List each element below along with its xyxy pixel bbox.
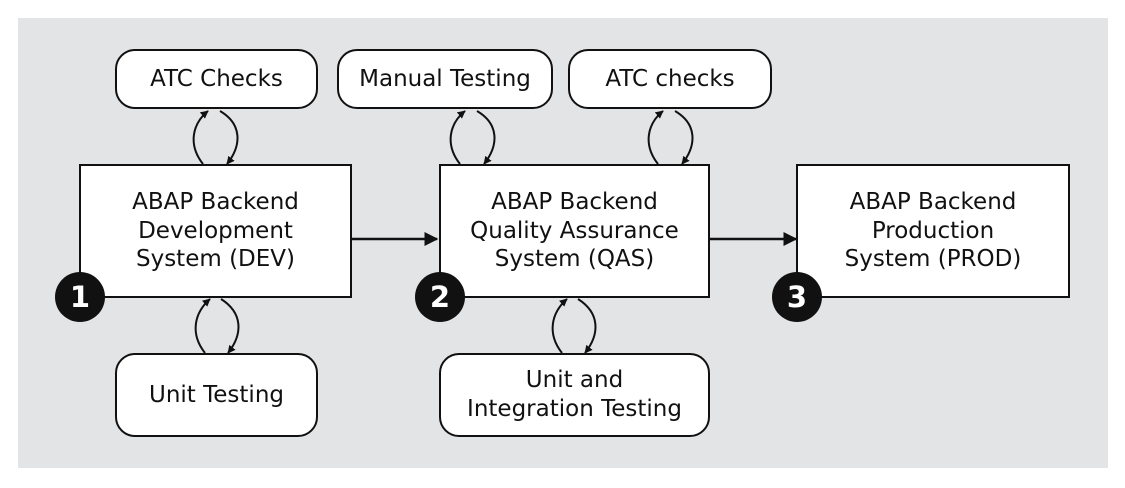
system-line: Production [871,217,995,244]
system-line: System (PROD) [844,246,1022,273]
activity-dev-atc-checks: ATC Checks [115,49,318,109]
activity-line: ATC Checks [150,65,283,92]
system-line: ABAP Backend [132,188,299,215]
activity-line: ATC checks [605,65,735,92]
system-line: ABAP Backend [491,188,658,215]
step-badge-1: 1 [55,272,105,322]
step-badge-2: 2 [415,272,465,322]
system-prod: ABAP Backend Production System (PROD) [796,164,1070,298]
activity-line: Manual Testing [359,65,531,92]
loop-dev-unit [194,298,240,354]
activity-dev-unit-testing: Unit Testing [115,353,318,437]
system-line: System (QAS) [494,246,655,273]
system-line: Development [138,217,293,244]
system-qas: ABAP Backend Quality Assurance System (Q… [439,164,710,298]
activity-qas-atc-checks: ATC checks [568,49,772,109]
activity-line: Unit and [525,367,624,394]
activity-line: Integration Testing [467,396,682,422]
loop-qas-atc [647,110,694,165]
step-badge-3: 3 [772,272,822,322]
loop-dev-atc [192,110,239,165]
loop-qas-manual [449,110,496,165]
system-line: ABAP Backend [849,188,1017,215]
system-line: System (DEV) [135,246,295,273]
loop-qas-unit-integration [551,298,597,354]
system-line: Quality Assurance [470,217,679,244]
activity-qas-unit-integration-testing: Unit and Integration Testing [439,353,710,437]
activity-line: Unit Testing [149,381,284,408]
activity-qas-manual-testing: Manual Testing [337,49,553,109]
system-dev: ABAP Backend Development System (DEV) [79,164,352,298]
